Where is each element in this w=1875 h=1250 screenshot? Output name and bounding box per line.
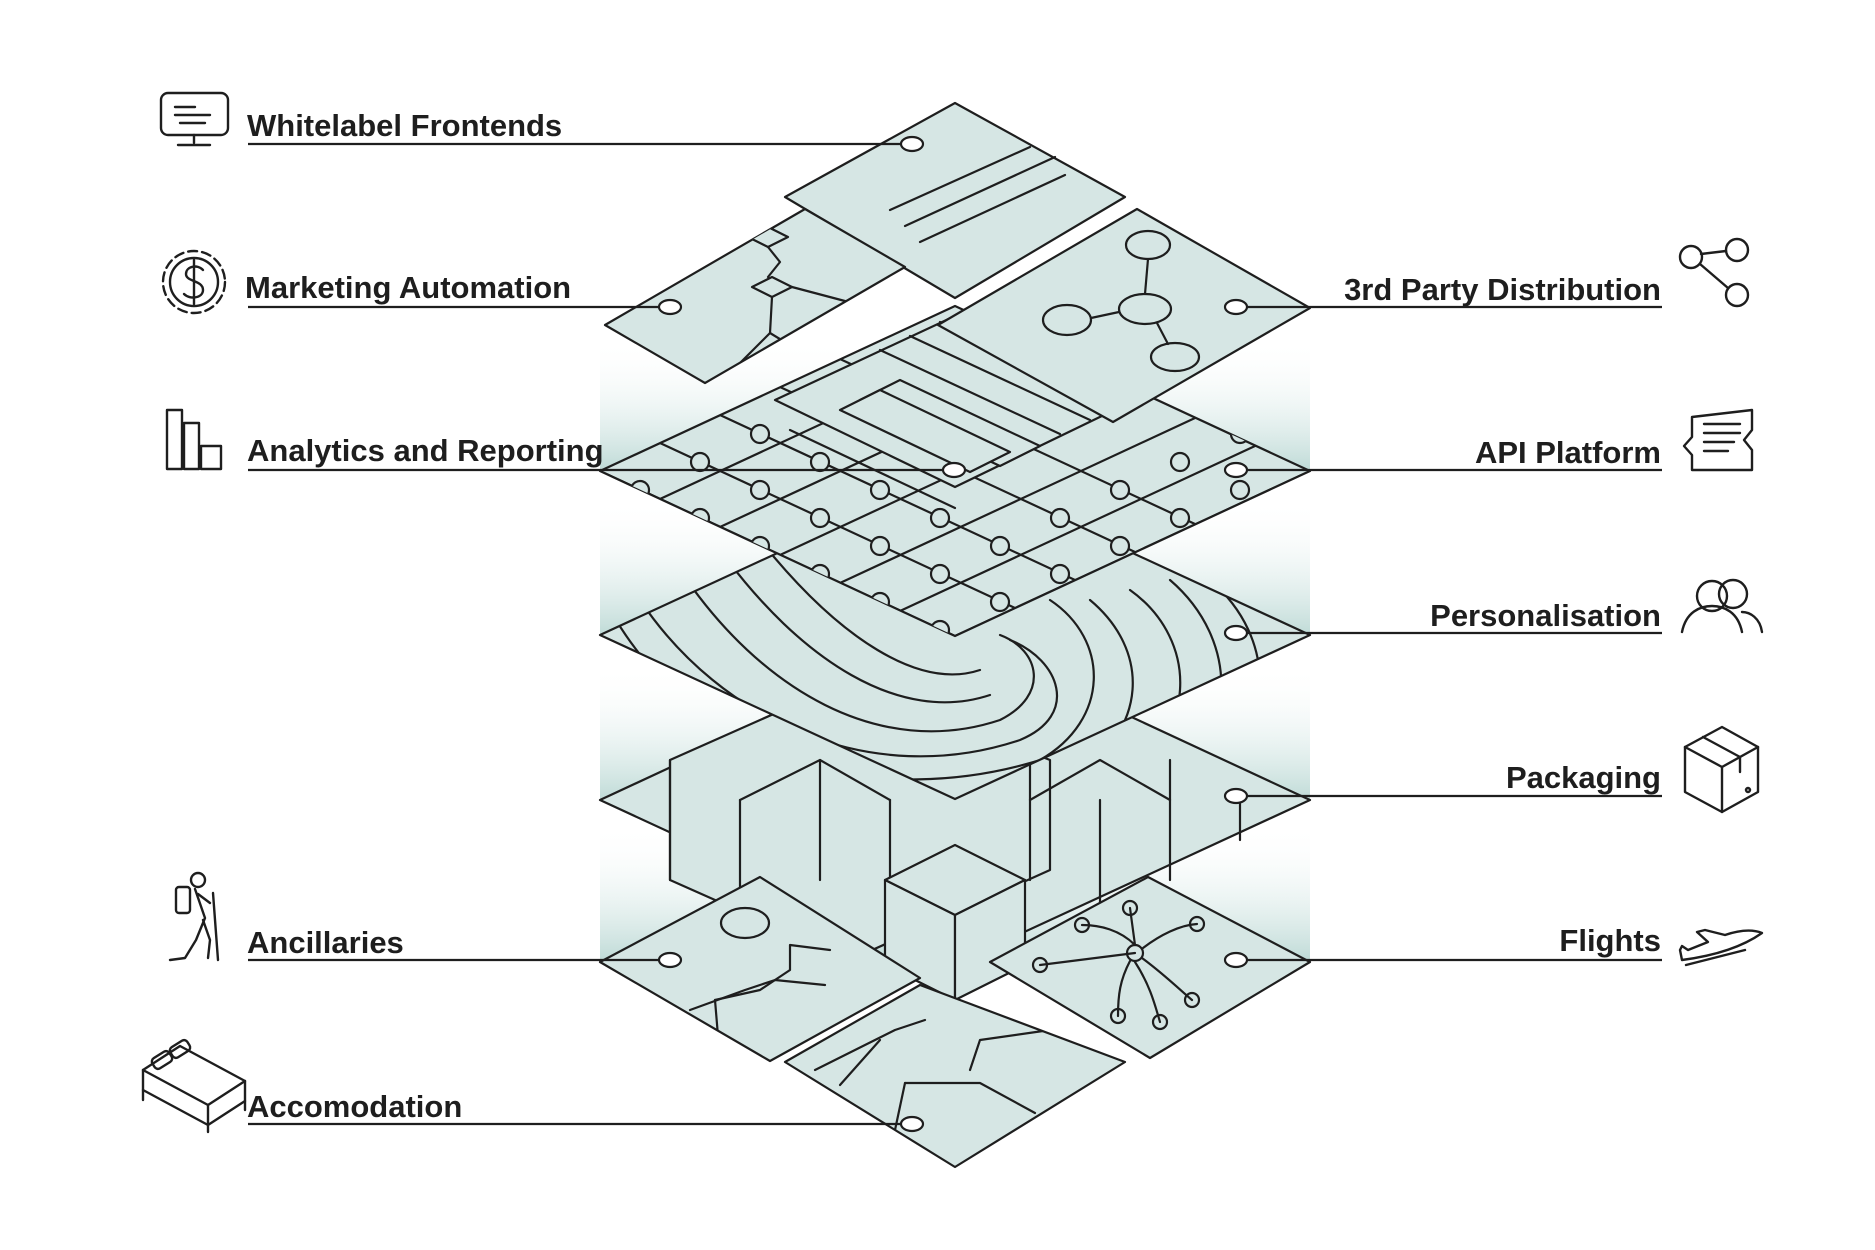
- bar-chart-icon: [165, 408, 223, 471]
- connector-dot-api: [1223, 461, 1249, 479]
- layer-accomodation: [783, 983, 1127, 1169]
- share-icon: [1678, 237, 1750, 308]
- label-accomodation: Accomodation: [247, 1089, 462, 1124]
- connectors-right: [1223, 298, 1662, 969]
- connector-dot-accomodation: [899, 1115, 925, 1133]
- label-analytics-reporting: Analytics and Reporting: [247, 433, 604, 468]
- label-marketing-automation: Marketing Automation: [245, 270, 571, 305]
- hiker-icon: [168, 871, 220, 962]
- label-api-platform: API Platform: [1475, 435, 1661, 470]
- api-document-icon: [1682, 408, 1754, 472]
- connector-dot-third-party: [1223, 298, 1249, 316]
- users-icon: [1680, 578, 1764, 634]
- layer-third-party: [936, 207, 1312, 424]
- connector-dot-whitelabel: [899, 135, 925, 153]
- connector-dot-personalisation: [1223, 624, 1249, 642]
- connector-dot-marketing: [657, 298, 683, 316]
- label-ancillaries: Ancillaries: [247, 925, 404, 960]
- connector-dot-packaging: [1223, 787, 1249, 805]
- label-flights: Flights: [1559, 923, 1661, 958]
- connector-dot-analytics: [941, 461, 967, 479]
- package-box-icon: [1683, 725, 1760, 814]
- monitor-icon: [159, 91, 230, 147]
- label-whitelabel-frontends: Whitelabel Frontends: [247, 108, 562, 143]
- label-packaging: Packaging: [1506, 760, 1661, 795]
- connectors-left: [248, 135, 967, 1133]
- bed-icon: [141, 1038, 247, 1134]
- connector-dot-ancillaries: [657, 951, 683, 969]
- dollar-gear-icon: [161, 249, 227, 315]
- airplane-icon: [1678, 928, 1764, 967]
- label-personalisation: Personalisation: [1430, 598, 1661, 633]
- layer-ancillaries: [598, 875, 922, 1063]
- label-third-party-distribution: 3rd Party Distribution: [1344, 272, 1661, 307]
- layer-flights: [988, 875, 1312, 1060]
- layer-whitelabel: [783, 101, 1127, 300]
- connector-dot-flights: [1223, 951, 1249, 969]
